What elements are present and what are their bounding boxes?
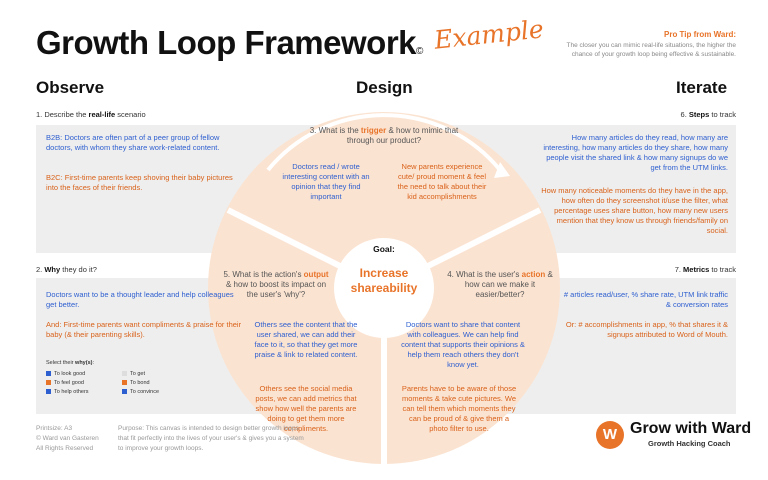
- q5-blue-text: Others see the content that the user sha…: [254, 320, 358, 359]
- q7-orange-text: Or: # accomplishments in app, % that sha…: [565, 320, 728, 339]
- goal-circle: [334, 238, 434, 338]
- q3-orange-text: New parents experience cute/ proud momen…: [397, 162, 487, 201]
- q6-orange-text: How many noticeable moments do they have…: [541, 186, 728, 235]
- design-heading: Design: [356, 78, 413, 97]
- legend-item[interactable]: To feel good: [46, 380, 84, 386]
- checkbox-icon: [122, 380, 127, 386]
- copyright-mark: ©: [416, 46, 423, 57]
- checkbox-icon: [122, 389, 127, 395]
- legend-item[interactable]: To convince: [122, 389, 159, 395]
- q4-blue-text: Doctors want to share that content with …: [401, 320, 525, 369]
- protip-text: The closer you can mimic real-life situa…: [566, 42, 736, 58]
- footer-author: © Ward van Gasteren: [36, 435, 99, 442]
- q4-orange-text: Parents have to be aware of those moment…: [401, 384, 517, 433]
- logo-subtitle: Growth Hacking Coach: [648, 439, 731, 448]
- q6-blue-text: How many articles do they read, how many…: [543, 133, 728, 172]
- q6-label: 6. Steps to track: [680, 110, 736, 119]
- q4-label: 4. What is the user's action & how can w…: [447, 270, 553, 299]
- footer-purpose: Purpose: This canvas is intended to desi…: [118, 425, 304, 452]
- legend-item[interactable]: To get: [122, 371, 145, 377]
- logo-name: Grow with Ward: [630, 420, 752, 437]
- logo-icon: W: [596, 421, 624, 449]
- checkbox-icon: [122, 371, 127, 377]
- legend-item[interactable]: To bond: [122, 380, 150, 386]
- growth-loop-diagram: [208, 112, 560, 474]
- q2-label: 2. Why they do it?: [36, 265, 97, 274]
- legend-item[interactable]: To look good: [46, 371, 85, 377]
- q5-label: 5. What is the action's output & how to …: [223, 270, 329, 299]
- protip-heading: Pro Tip from Ward:: [664, 30, 736, 39]
- q1-b2b-text: B2B: Doctors are often part of a peer gr…: [46, 133, 220, 152]
- q1-b2c-text: B2C: First-time parents keep shoving the…: [46, 173, 233, 192]
- checkbox-icon: [46, 380, 51, 386]
- checkbox-icon: [46, 371, 51, 377]
- page-title: Growth Loop Framework©: [36, 24, 423, 61]
- footer-printsize: Printsize: A3: [36, 425, 73, 432]
- q2-orange-text: And: First-time parents want compliments…: [46, 320, 242, 339]
- q5-orange-text: Others see the social media posts, we ca…: [255, 384, 357, 433]
- q1-label: 1. Describe the real-life scenario: [36, 110, 146, 119]
- q3-blue-text: Doctors read / wrote interesting content…: [282, 162, 370, 201]
- goal-label: Goal:: [373, 244, 395, 254]
- arrow-head-icon: [494, 162, 510, 178]
- legend-item[interactable]: To help others: [46, 389, 89, 395]
- q7-label: 7. Metrics to track: [674, 265, 736, 274]
- q3-label: 3. What is the trigger & how to mimic th…: [309, 126, 459, 145]
- q2-blue-text: Doctors want to be a thought leader and …: [46, 290, 234, 309]
- goal-text: Increase shareability: [350, 266, 418, 295]
- footer-rights: All Rights Reserved: [36, 445, 94, 452]
- checkbox-icon: [46, 389, 51, 395]
- example-label: Example: [432, 14, 545, 55]
- loop-arrow-top: [266, 113, 502, 172]
- observe-heading: Observe: [36, 78, 105, 97]
- why-legend-title: Select their why(s):: [46, 360, 94, 366]
- iterate-heading: Iterate: [676, 78, 728, 97]
- q7-blue-text: # articles read/user, % share rate, UTM …: [563, 290, 728, 309]
